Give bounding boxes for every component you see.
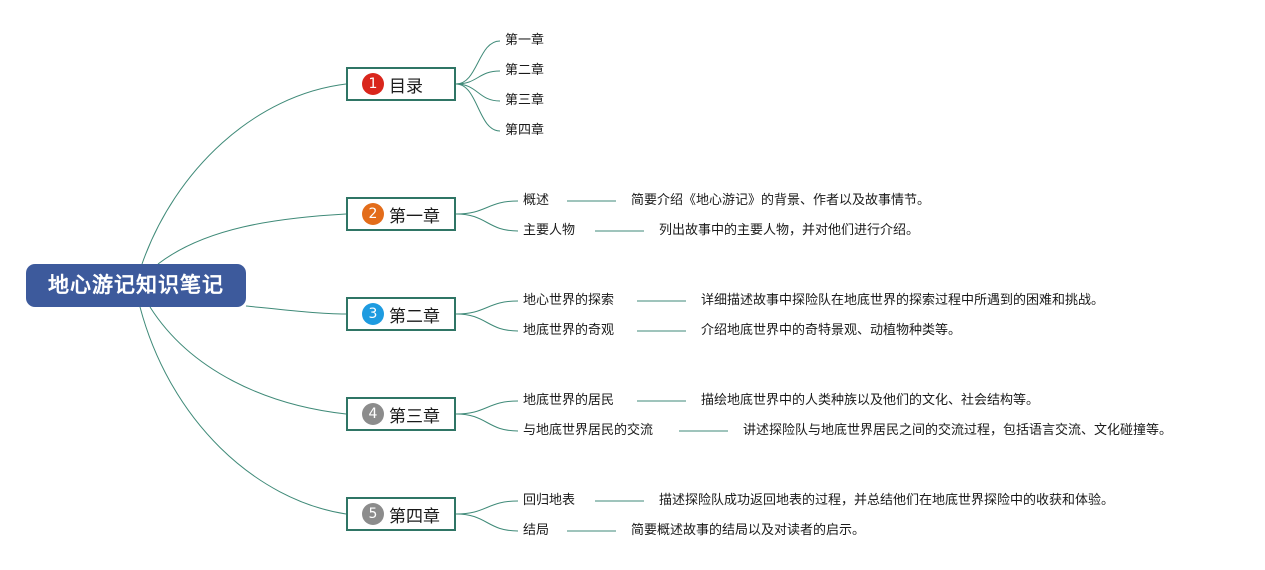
topic-node[interactable]: 与地底世界居民的交流 — [523, 423, 654, 438]
topic-branch — [455, 400, 519, 415]
root-node[interactable]: 地心游记知识笔记 — [26, 264, 246, 307]
topic-node[interactable]: 回归地表 — [523, 493, 576, 508]
chapter-node-2[interactable]: 3 第二章 — [346, 297, 456, 331]
number-badge-icon: 2 — [362, 203, 384, 225]
topic-node[interactable]: 概述 — [523, 193, 550, 208]
toc-item[interactable]: 第二章 — [505, 63, 545, 78]
chapter-label: 第二章 — [389, 306, 440, 327]
topic-detail: 介绍地底世界中的奇特景观、动植物种类等。 — [701, 323, 962, 338]
toc-item[interactable]: 第一章 — [505, 33, 545, 48]
topic-branch — [455, 313, 519, 332]
root-branch — [157, 213, 347, 265]
topic-node[interactable]: 地底世界的居民 — [523, 393, 615, 408]
chapter-label: 第一章 — [389, 206, 440, 227]
topic-detail: 列出故事中的主要人物，并对他们进行介绍。 — [659, 223, 920, 238]
topic-branch — [455, 83, 501, 102]
topic-node[interactable]: 结局 — [523, 523, 550, 538]
topic-detail: 简要介绍《地心游记》的背景、作者以及故事情节。 — [631, 193, 931, 208]
toc-item[interactable]: 第三章 — [505, 93, 545, 108]
topic-detail: 描述探险队成功返回地表的过程，并总结他们在地底世界探险中的收获和体验。 — [659, 493, 1115, 508]
topic-branch — [455, 200, 519, 215]
chapter-label: 第三章 — [389, 406, 440, 427]
root-branch — [245, 305, 347, 315]
topic-detail: 描绘地底世界中的人类种族以及他们的文化、社会结构等。 — [701, 393, 1040, 408]
topic-branch — [455, 40, 501, 85]
number-badge-icon: 5 — [362, 503, 384, 525]
topic-detail: 讲述探险队与地底世界居民之间的交流过程，包括语言交流、文化碰撞等。 — [743, 423, 1173, 438]
topic-detail: 详细描述故事中探险队在地底世界的探索过程中所遇到的困难和挑战。 — [701, 293, 1105, 308]
topic-branch — [455, 83, 501, 132]
topic-node[interactable]: 地心世界的探索 — [523, 293, 615, 308]
topic-branch — [455, 70, 501, 85]
chapter-node-1[interactable]: 2 第一章 — [346, 197, 456, 231]
number-badge-icon: 3 — [362, 303, 384, 325]
toc-item[interactable]: 第四章 — [505, 123, 545, 138]
number-badge-icon: 1 — [362, 73, 384, 95]
topic-node[interactable]: 主要人物 — [523, 223, 576, 238]
number-badge-icon: 4 — [362, 403, 384, 425]
topic-branch — [455, 213, 519, 232]
root-branch — [139, 306, 347, 515]
topic-branch — [455, 513, 519, 532]
root-branch — [141, 83, 347, 265]
chapter-node-3[interactable]: 4 第三章 — [346, 397, 456, 431]
root-branch — [149, 306, 347, 415]
chapter-node-toc[interactable]: 1 目录 — [346, 67, 456, 101]
topic-node[interactable]: 地底世界的奇观 — [523, 323, 615, 338]
chapter-label: 目录 — [389, 76, 423, 97]
chapter-label: 第四章 — [389, 506, 440, 527]
topic-branch — [455, 300, 519, 315]
topic-detail: 简要概述故事的结局以及对读者的启示。 — [631, 523, 866, 538]
topic-branch — [455, 413, 519, 432]
chapter-node-4[interactable]: 5 第四章 — [346, 497, 456, 531]
topic-branch — [455, 500, 519, 515]
